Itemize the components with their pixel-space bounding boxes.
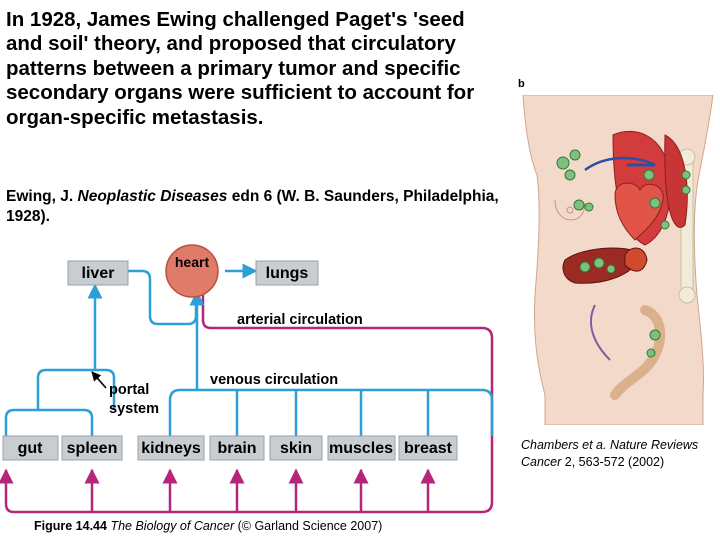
portal-pointer: [91, 371, 107, 389]
arterial-label: arterial circulation: [237, 312, 363, 328]
organ-box-gut: [2, 435, 59, 461]
organ-box-skin: [269, 435, 323, 461]
breast-outline: [554, 199, 586, 221]
chambers-credit: Chambers et a. Nature Reviews Cancer 2, …: [521, 437, 716, 471]
lungs-label: lungs: [266, 265, 309, 282]
portal-label-line1: portal: [109, 382, 149, 398]
venous-label: venous circulation: [210, 372, 338, 388]
liver-label: liver: [82, 265, 115, 282]
heart-illustration: [584, 156, 664, 241]
organ-label-muscles: muscles: [329, 440, 393, 457]
liver-to-heart: [128, 269, 198, 326]
liver-box: [67, 260, 129, 286]
ewing-citation: Ewing, J. Neoplastic Diseases edn 6 (W. …: [6, 187, 506, 227]
chambers-ref: 2, 563-572 (2002): [564, 455, 665, 469]
organ-label-kidneys: kidneys: [141, 440, 201, 457]
organ-label-spleen: spleen: [67, 440, 118, 457]
portal-join: [36, 368, 116, 410]
torso-illustration: [522, 95, 714, 425]
panel-b-label: b: [518, 78, 525, 90]
slide-title: In 1928, James Ewing challenged Paget's …: [6, 8, 475, 129]
organ-label-gut: gut: [18, 440, 44, 457]
citation-work: Neoplastic Diseases: [77, 188, 228, 205]
figure-caption: Figure 14.44 The Biology of Cancer (© Ga…: [34, 519, 382, 533]
lungs-box: [255, 260, 319, 286]
circulation-diagram: heart liver lungs arterial circulation v…: [0, 244, 494, 514]
chambers-journal: Nature Reviews Cancer: [521, 438, 699, 469]
heart-label: heart: [175, 254, 210, 270]
portal-label-line2: system: [109, 401, 159, 417]
organ-label-breast: breast: [404, 440, 453, 457]
liver-node: liver: [67, 260, 129, 286]
organ-box-brain: [209, 435, 265, 461]
venous-lines: [4, 263, 494, 436]
organ-box-kidneys: [137, 435, 205, 461]
citation-author: Ewing, J.: [6, 188, 74, 205]
heart-node: heart: [165, 244, 219, 298]
organ-label-brain: brain: [217, 440, 256, 457]
heart-circle: [165, 244, 219, 298]
chambers-authors: Chambers et a.: [521, 438, 607, 452]
lungs-node: lungs: [255, 260, 319, 286]
caption-book: The Biology of Cancer: [110, 519, 235, 533]
organ-box-breast: [398, 435, 458, 461]
venous-main-line: [168, 388, 494, 436]
organ-box-spleen: [61, 435, 123, 461]
metastasis-cells: [556, 149, 691, 358]
organ-label-skin: skin: [280, 440, 312, 457]
citation-details: edn 6 (W. B. Saunders, Philadelphia, 192…: [6, 188, 499, 225]
portal-connector: [4, 408, 94, 436]
caption-fig-number: Figure 14.44: [34, 519, 107, 533]
caption-publisher: (© Garland Science 2007): [237, 519, 383, 533]
organ-box-muscles: [327, 435, 396, 461]
organ-row: gut spleen kidneys brain skin muscles br…: [2, 435, 458, 461]
